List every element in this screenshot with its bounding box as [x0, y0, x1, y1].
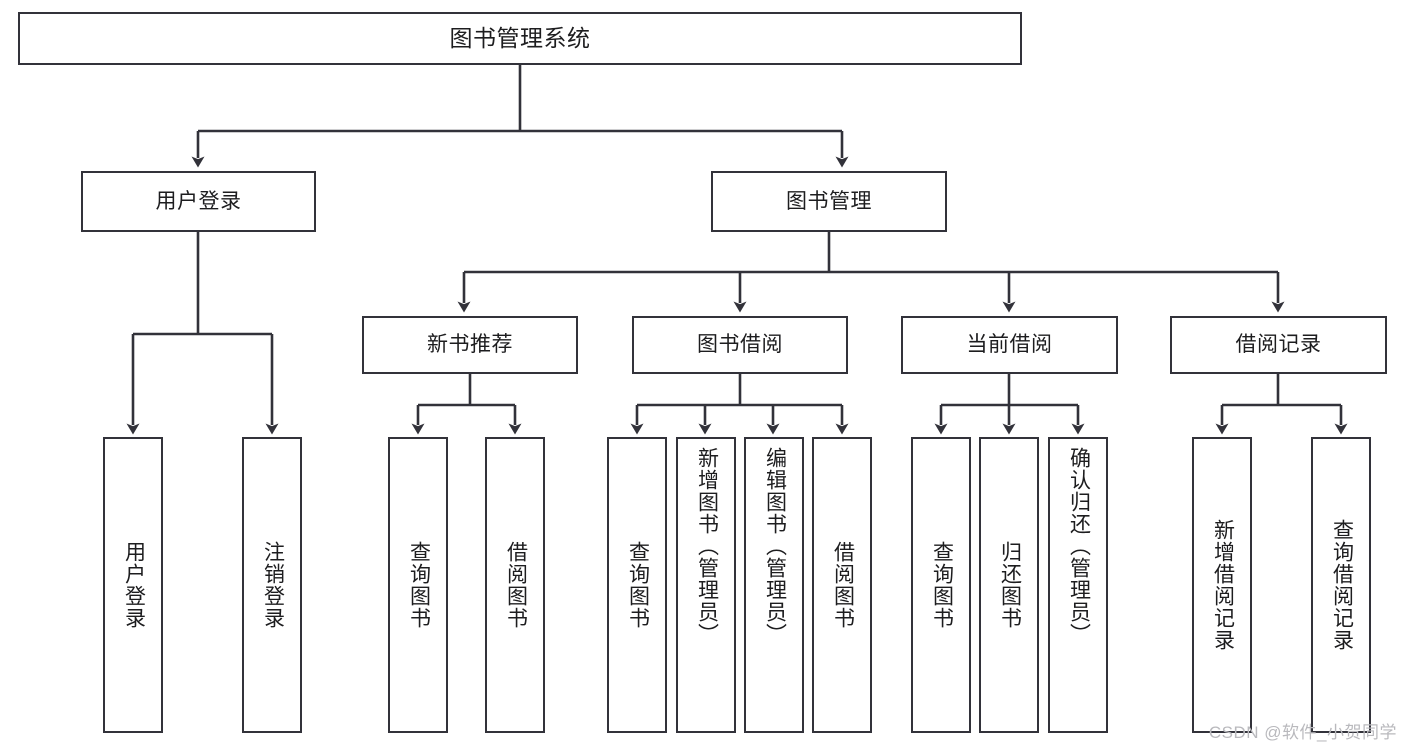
leaf-user-login[interactable]: 用户登录	[103, 437, 163, 733]
leaf-return-book[interactable]: 归还图书	[979, 437, 1039, 733]
leaf-edit-book-admin[interactable]: 编辑图书（管理员）	[744, 437, 804, 733]
node-label: 注销登录	[261, 541, 285, 629]
leaf-confirm-return-admin[interactable]: 确认归还（管理员）	[1048, 437, 1108, 733]
node-label: 当前借阅	[966, 333, 1053, 357]
node-book-management[interactable]: 图书管理	[711, 171, 947, 232]
node-label: 借阅图书	[504, 541, 528, 629]
node-label: 借阅记录	[1235, 333, 1322, 357]
watermark-text: CSDN @软件_小贺同学	[1208, 723, 1397, 742]
node-label: 新增图书（管理员）	[695, 447, 719, 645]
leaf-query-book-borrow[interactable]: 查询图书	[607, 437, 667, 733]
node-label: 新书推荐	[427, 333, 513, 357]
node-borrow-record[interactable]: 借阅记录	[1170, 316, 1387, 374]
node-label: 编辑图书（管理员）	[763, 447, 787, 645]
node-current-borrow[interactable]: 当前借阅	[901, 316, 1118, 374]
node-root-system[interactable]: 图书管理系统	[18, 12, 1022, 65]
node-label: 图书管理系统	[449, 24, 591, 51]
leaf-add-book-admin[interactable]: 新增图书（管理员）	[676, 437, 736, 733]
node-label: 确认归还（管理员）	[1067, 447, 1091, 645]
leaf-borrow-book-newbook[interactable]: 借阅图书	[485, 437, 545, 733]
node-label: 用户登录	[122, 541, 146, 629]
node-label: 图书借阅	[697, 333, 783, 357]
node-label: 查询图书	[626, 541, 650, 629]
node-user-login[interactable]: 用户登录	[81, 171, 316, 232]
node-label: 归还图书	[998, 541, 1022, 629]
node-label: 查询图书	[930, 541, 954, 629]
node-book-borrow[interactable]: 图书借阅	[632, 316, 848, 374]
leaf-query-book-current[interactable]: 查询图书	[911, 437, 971, 733]
node-label: 图书管理	[786, 189, 872, 213]
node-label: 查询图书	[407, 541, 431, 629]
leaf-query-book-newbook[interactable]: 查询图书	[388, 437, 448, 733]
node-label: 新增借阅记录	[1211, 519, 1235, 651]
leaf-add-borrow-record[interactable]: 新增借阅记录	[1192, 437, 1252, 733]
leaf-logout[interactable]: 注销登录	[242, 437, 302, 733]
leaf-query-borrow-record[interactable]: 查询借阅记录	[1311, 437, 1371, 733]
node-label: 用户登录	[155, 189, 242, 213]
node-label: 借阅图书	[831, 541, 855, 629]
leaf-borrow-book[interactable]: 借阅图书	[812, 437, 872, 733]
node-label: 查询借阅记录	[1330, 519, 1354, 651]
node-new-book-recommend[interactable]: 新书推荐	[362, 316, 578, 374]
